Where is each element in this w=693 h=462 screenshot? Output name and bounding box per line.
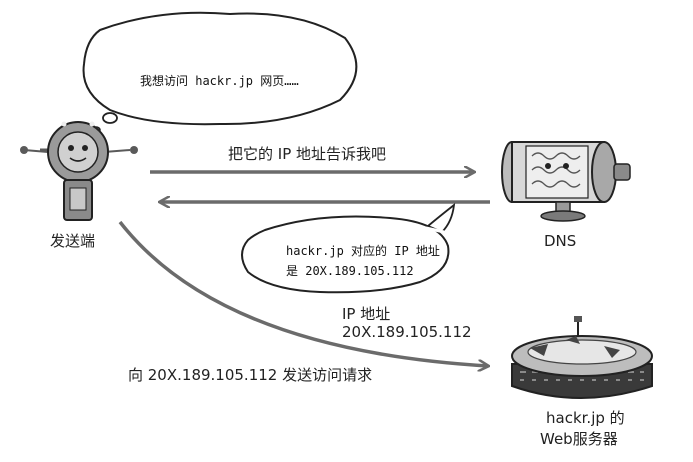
client-robot-icon	[20, 121, 138, 221]
request-label: 把它的 IP 地址告诉我吧	[228, 145, 387, 163]
dns-reply-line2: 是 20X.189.105.112	[286, 264, 414, 278]
dns-speech-bubble	[241, 202, 456, 294]
dns-reply-line1: hackr.jp 对应的 IP 地址	[286, 244, 440, 258]
dns-server-icon	[501, 141, 631, 222]
web-server-icon	[511, 316, 653, 399]
thought-dot-large	[102, 112, 118, 124]
thought-bubble-text: 我想访问 hackr.jp 网页……	[140, 74, 299, 88]
server-label-line2: Web服务器	[540, 430, 618, 448]
send-request-label: 向 20X.189.105.112 发送访问请求	[128, 366, 373, 384]
thought-bubble	[82, 11, 358, 134]
access-request-arrow	[118, 220, 488, 366]
ip-label-line1: IP 地址	[342, 305, 391, 323]
dns-label: DNS	[544, 232, 577, 250]
server-label-line1: hackr.jp 的	[546, 409, 625, 427]
client-label: 发送端	[50, 232, 96, 250]
ip-label-line2: 20X.189.105.112	[342, 323, 472, 341]
